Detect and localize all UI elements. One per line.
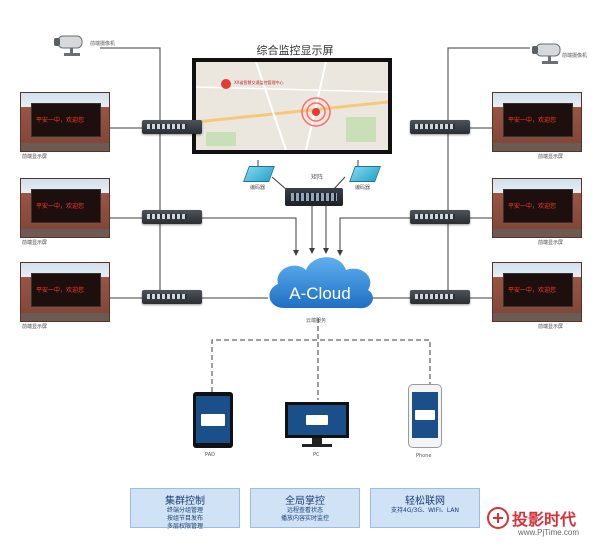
billboard-label-right-3: 前端显示屏 <box>538 324 564 330</box>
feature-box-easy-network: 轻松联网 支持4G/3G、WIFI、LAN <box>370 488 480 528</box>
monitor-screen: XX省智慧交通监控管理中心 <box>192 58 392 154</box>
feature-line: 按组节目发布 <box>166 515 203 522</box>
feature-box-global-control: 全局掌控 远程查看状态 播放内容实时监控 <box>250 488 360 528</box>
billboard-right-1: 平安一中，欢迎您 <box>492 92 582 152</box>
switch-icon-left-3 <box>142 290 202 304</box>
billboard-left-2: 平安一中，欢迎您 <box>20 178 110 238</box>
billboard-text: 平安一中，欢迎您 <box>36 203 85 210</box>
matrix-label: 矩阵 <box>311 174 324 181</box>
pc-monitor-icon <box>285 402 349 438</box>
feature-title: 集群控制 <box>165 496 205 507</box>
billboard-text: 平安一中，欢迎您 <box>36 287 85 294</box>
phone-label: Phone <box>416 453 432 459</box>
switch-icon-left-1 <box>142 120 202 134</box>
billboard-label-left-2: 前端显示屏 <box>22 240 48 246</box>
billboard-label-left-3: 前端显示屏 <box>22 324 48 330</box>
watermark-brand: 投影时代 <box>512 510 577 529</box>
display-title: 综合监控显示屏 <box>256 44 334 57</box>
map-marker-label: XX省智慧交通监控管理中心 <box>234 80 284 85</box>
switch-icon-left-2 <box>142 210 202 224</box>
feature-line: 支持4G/3G、WIFI、LAN <box>391 507 459 514</box>
camera-icon-right <box>532 43 561 64</box>
billboard-label-right-1: 前端显示屏 <box>538 154 564 160</box>
feature-line: 播放内容实时监控 <box>280 515 329 522</box>
feature-title: 全局掌控 <box>285 496 325 507</box>
billboard-right-3: 平安一中，欢迎您 <box>492 262 582 322</box>
billboard-text: 平安一中，欢迎您 <box>508 203 557 210</box>
pad-label: PAD <box>205 452 215 458</box>
matrix-icon <box>285 188 343 206</box>
watermark-url: www.PjTime.com <box>518 528 580 537</box>
camera-label-left: 前端摄像机 <box>90 41 116 47</box>
billboard-left-1: 平安一中，欢迎您 <box>20 92 110 152</box>
map-view: XX省智慧交通监控管理中心 <box>196 62 388 150</box>
phone-icon <box>408 384 442 448</box>
camera-label-right: 前端摄像机 <box>562 53 588 59</box>
feature-box-cluster-control: 集群控制 终端分组管理 按组节目发布 多层权限管理 <box>130 488 240 530</box>
switch-icon-right-1 <box>410 120 470 134</box>
feature-line: 终端分组管理 <box>166 507 203 514</box>
billboard-label-right-2: 前端显示屏 <box>538 240 564 246</box>
cloud-icon <box>269 257 373 309</box>
feature-title: 轻松联网 <box>405 496 445 507</box>
cloud-sub-label: 云端服务 <box>306 318 327 324</box>
feature-line: 远程查看状态 <box>286 507 323 514</box>
billboard-text: 平安一中，欢迎您 <box>508 287 557 294</box>
map-roads <box>196 62 388 150</box>
watermark-logo-icon <box>487 507 509 529</box>
tablet-icon <box>193 392 233 448</box>
encoder-left-label: 编码器 <box>250 185 266 191</box>
feature-line: 多层权限管理 <box>166 523 203 530</box>
billboard-label-left-1: 前端显示屏 <box>22 154 48 160</box>
billboard-text: 平安一中，欢迎您 <box>508 117 557 124</box>
billboard-right-2: 平安一中，欢迎您 <box>492 178 582 238</box>
switch-icon-right-3 <box>410 290 470 304</box>
billboard-text: 平安一中，欢迎您 <box>36 117 85 124</box>
encoder-right-label: 编码器 <box>355 185 371 191</box>
pc-label: PC <box>313 452 320 458</box>
camera-icon-left <box>54 35 83 56</box>
billboard-left-3: 平安一中，欢迎您 <box>20 262 110 322</box>
switch-icon-right-2 <box>410 210 470 224</box>
cloud-label: A-Cloud <box>289 284 351 303</box>
